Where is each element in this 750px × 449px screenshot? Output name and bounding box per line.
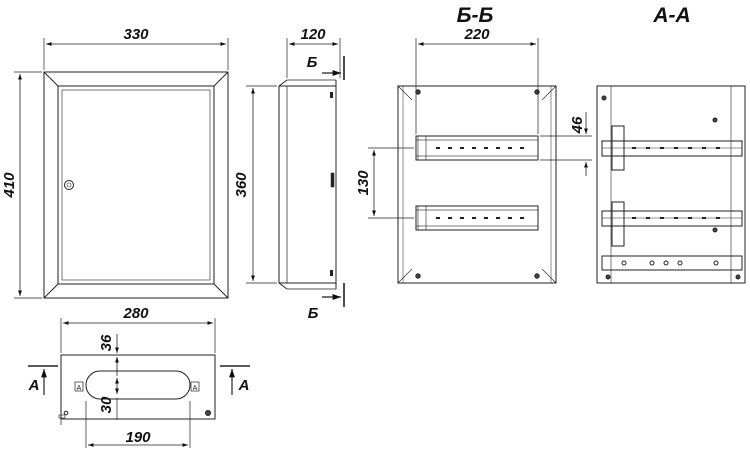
entry-tag-left: A: [77, 385, 82, 392]
bottom-body: [60, 354, 216, 420]
front-door: [57, 85, 215, 285]
side-depth-label: 120: [300, 26, 326, 43]
din-rail-upper: [415, 135, 539, 161]
side-view: [246, 38, 345, 307]
bottom-depth-label: 36: [98, 334, 115, 351]
section-aa-title: А-А: [652, 4, 690, 27]
side-height-label: 360: [233, 172, 250, 198]
entry-tag-right: A: [193, 385, 198, 392]
front-frame-outer: [43, 71, 229, 299]
section-bb-width-label: 220: [463, 26, 490, 43]
front-width-label: 330: [123, 26, 149, 43]
cut-marker-b-top: Б: [307, 54, 318, 71]
front-view: [14, 38, 229, 299]
rail-height-label: 46: [569, 116, 586, 134]
side-body: [278, 85, 337, 284]
section-bb-view: [368, 38, 592, 284]
cut-marker-a-left: А: [28, 377, 40, 394]
cut-marker-b-bottom: Б: [308, 305, 319, 322]
front-height-label: 410: [1, 172, 18, 199]
section-aa-body: [596, 85, 746, 284]
bottom-width-label: 280: [122, 305, 149, 322]
section-bb-title: Б-Б: [457, 4, 494, 27]
section-bb-body: [397, 85, 557, 284]
aa-rail-upper: [601, 125, 743, 171]
cable-entry-slot: [85, 370, 191, 400]
lock-icon: [64, 180, 74, 190]
bottom-view: [28, 318, 250, 448]
opening-width-label: 190: [125, 429, 151, 446]
rail-pitch-label: 130: [355, 170, 372, 196]
cut-marker-a-right: А: [238, 377, 250, 394]
section-aa-view: [596, 85, 746, 284]
opening-label: 30: [98, 396, 115, 413]
aa-rail-lower: [601, 201, 743, 247]
din-rail-lower: [415, 205, 539, 231]
